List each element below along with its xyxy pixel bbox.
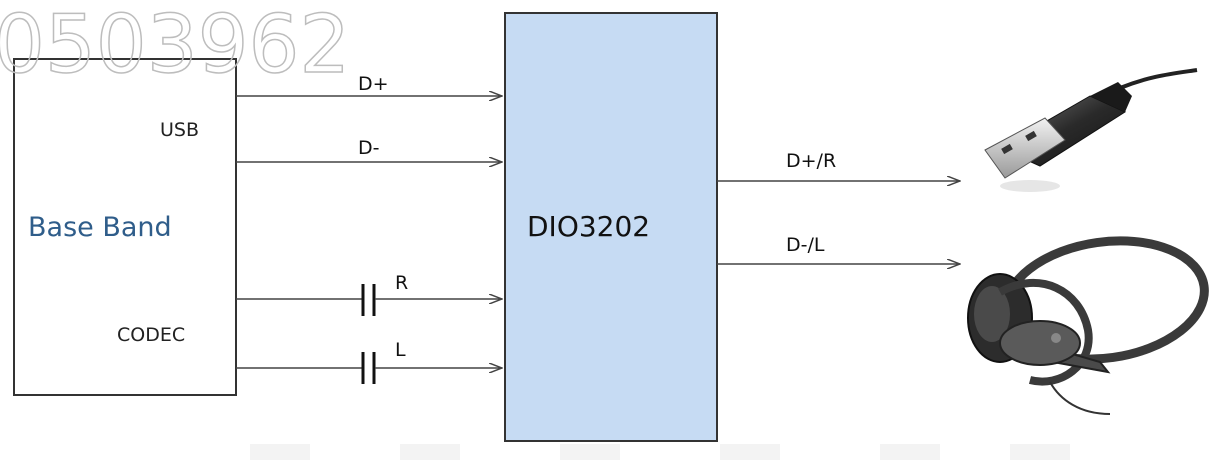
background-watermark-shapes — [250, 444, 1070, 460]
base-band-title: Base Band — [28, 212, 172, 243]
chip-label: DIO3202 — [527, 210, 650, 243]
base-band-block — [13, 58, 237, 396]
r-label: R — [395, 272, 408, 294]
headphones-icon — [967, 236, 1209, 415]
out-d-plus-r-label: D+/R — [786, 150, 836, 172]
watermark-text: 0503962 — [0, 0, 350, 91]
chip-block — [504, 12, 718, 442]
l-label: L — [395, 339, 406, 361]
usb-label: USB — [160, 119, 199, 141]
d-minus-label: D- — [358, 137, 380, 159]
codec-label: CODEC — [117, 324, 185, 346]
d-plus-label: D+ — [358, 73, 389, 95]
usb-plug-icon — [984, 68, 1198, 192]
out-d-minus-l-label: D-/L — [786, 234, 825, 256]
